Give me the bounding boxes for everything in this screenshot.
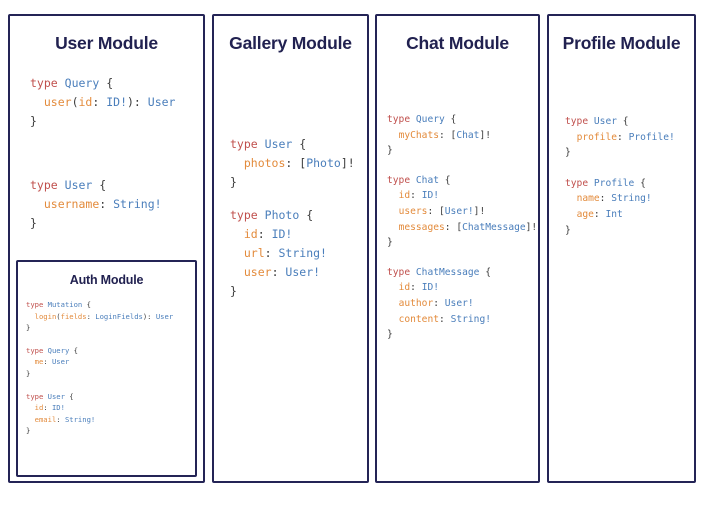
user-module-code-user: type User { username: String! } xyxy=(30,178,162,230)
profile-module-code-user: type User { profile: Profile! } xyxy=(565,116,675,159)
profile-module-panel[interactable]: Profile Module type User { profile: Prof… xyxy=(547,14,696,483)
auth-module-code-mutation: type Mutation { login(fields: LoginField… xyxy=(26,300,174,333)
auth-module-title: Auth Module xyxy=(69,273,144,287)
chat-module-panel[interactable]: Chat Module type Query { myChats: [Chat]… xyxy=(375,14,540,483)
chat-module-code-chatmessage: type ChatMessage { id: ID! author: User!… xyxy=(387,266,491,341)
auth-module-code-user: type User { id: ID! email: String! } xyxy=(26,391,96,436)
gallery-module-code-user: type User { photos: [Photo]! } xyxy=(230,137,355,189)
user-module-title: User Module xyxy=(55,33,158,53)
user-module-panel[interactable]: User Module type Query { user(id: ID!): … xyxy=(8,14,205,483)
user-module-code-query: type Query { user(id: ID!): User } xyxy=(30,76,176,128)
profile-module-code-profile: type Profile { name: String! age: Int } xyxy=(565,177,652,236)
profile-module-title: Profile Module xyxy=(562,33,681,53)
gallery-module-title: Gallery Module xyxy=(229,33,352,53)
gallery-module-code-photo: type Photo { id: ID! url: String! user: … xyxy=(230,208,327,298)
chat-module-code-query: type Query { myChats: [Chat]! } xyxy=(387,114,491,157)
chat-module-code-chat: type Chat { id: ID! users: [User!]! mess… xyxy=(387,174,538,249)
chat-module-title: Chat Module xyxy=(406,33,509,53)
auth-module-panel[interactable]: Auth Module type Mutation { login(fields… xyxy=(16,260,197,477)
gallery-module-panel[interactable]: Gallery Module type User { photos: [Phot… xyxy=(212,14,369,483)
auth-module-code-query: type Query { me: User } xyxy=(26,345,78,378)
